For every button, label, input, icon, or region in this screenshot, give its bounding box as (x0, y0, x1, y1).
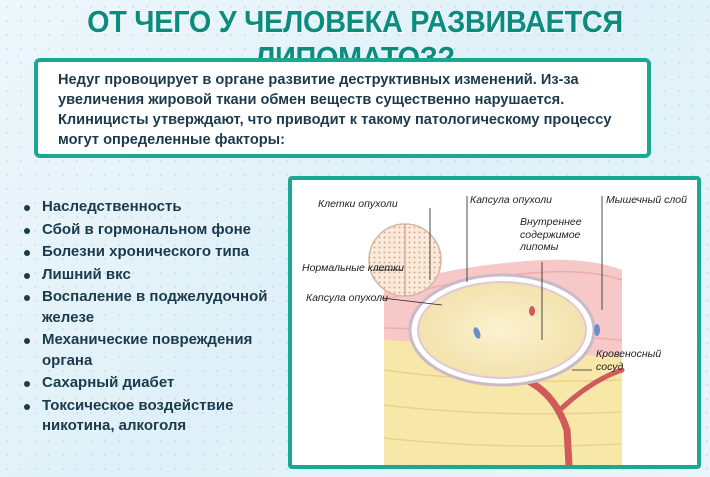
list-item: Болезни хронического типа (22, 242, 282, 263)
factors-list: Наследственность Сбой в гормональном фон… (22, 197, 282, 439)
label-tumor-cells: Клетки опухоли (318, 198, 398, 210)
label-inner-content: Внутреннее содержимое липомы (520, 216, 582, 253)
list-item: Наследственность (22, 197, 282, 218)
bullet-icon (24, 295, 30, 301)
lipoma-content (417, 281, 587, 379)
bullet-icon (24, 338, 30, 344)
label-capsule-left: Капсула опухоли (306, 292, 389, 304)
intro-box: Недуг провоцирует в органе развитие дест… (34, 58, 651, 158)
label-capsule-top: Капсула опухоли (470, 194, 553, 206)
bullet-icon (24, 403, 30, 410)
list-item: Сбой в гормональном фоне (22, 220, 282, 241)
list-item: Токсическое воздействие никотина, алкого… (22, 396, 282, 437)
bullet-icon (24, 272, 30, 279)
bullet-icon (24, 227, 30, 234)
list-item: Воспаление в поджелудочной железе (22, 287, 282, 328)
lipoma-illustration (368, 196, 625, 465)
intro-text: Недуг провоцирует в органе развитие дест… (58, 72, 612, 148)
label-muscle-layer: Мышечный слой (606, 194, 687, 206)
label-blood-vessel: Кровеносный сосуд (596, 348, 662, 373)
label-normal-cells: Нормальные клетки (302, 262, 404, 274)
bullet-icon (24, 205, 30, 211)
lipoma-diagram: Клетки опухоли Капсула опухоли Мышечный … (288, 176, 701, 469)
list-item: Лишний вкс (22, 265, 282, 286)
list-item: Механические повреждения органа (22, 330, 282, 371)
list-item: Сахарный диабет (22, 373, 282, 394)
bullet-icon (24, 250, 30, 256)
bullet-icon (24, 381, 30, 387)
page-title: ОТ ЧЕГО У ЧЕЛОВЕКА РАЗВИВАЕТСЯ ЛИПОМАТОЗ… (87, 4, 623, 75)
